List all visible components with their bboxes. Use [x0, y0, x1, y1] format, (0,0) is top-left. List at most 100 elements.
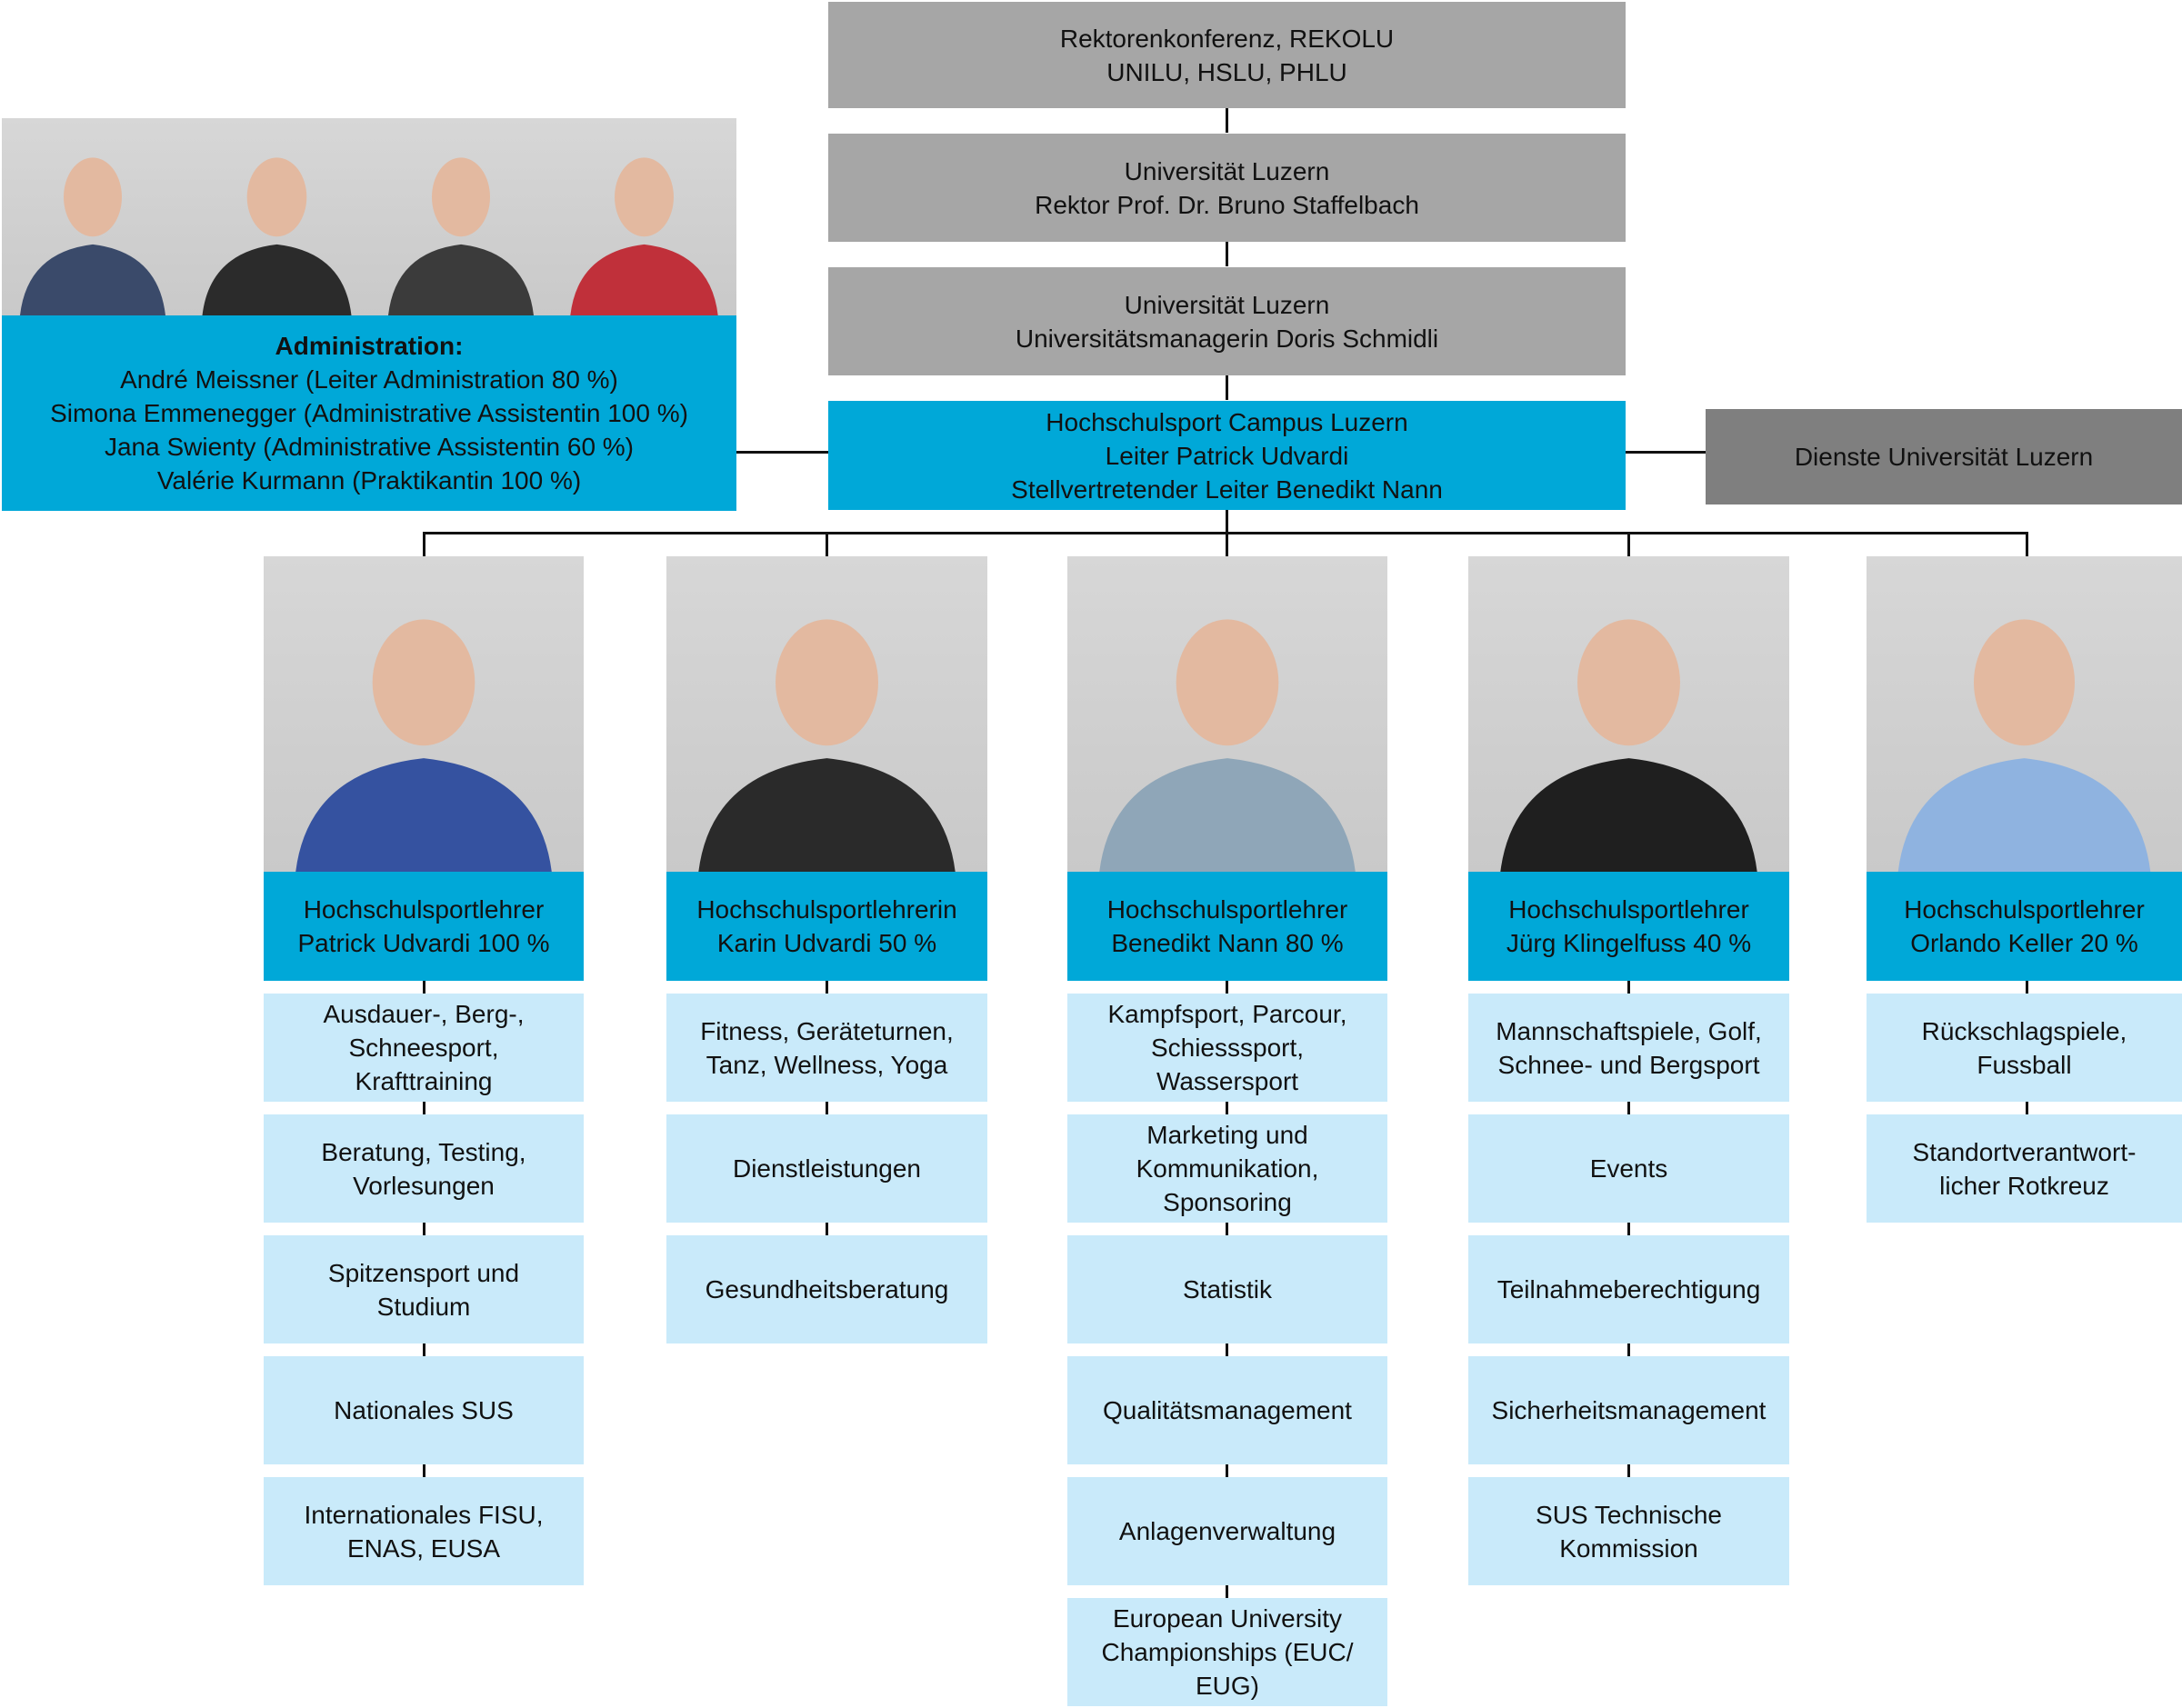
task-box: Beratung, Testing, Vorlesungen [264, 1114, 584, 1223]
person-silhouette-icon [1500, 619, 1757, 872]
box-line: Internationales FISU, [304, 1500, 544, 1529]
box-line: Teilnahmeberechtigung [1496, 1275, 1761, 1303]
teacher-photo [1867, 556, 2182, 872]
rektorenkonferenz-box: Rektorenkonferenz, REKOLU UNILU, HSLU, P… [828, 2, 1626, 108]
box-line: Benedikt Nann 80 % [1111, 929, 1344, 957]
person-silhouette-icon [1897, 619, 2151, 872]
person-silhouette-icon [570, 157, 718, 315]
task-box: Events [1468, 1114, 1789, 1223]
admin-photo [184, 118, 370, 315]
task-box: Standortverantwort- licher Rotkreuz [1867, 1114, 2182, 1223]
connector-admin [736, 451, 828, 454]
admin-photo [552, 118, 736, 315]
box-line: Sicherheitsmanagement [1491, 1396, 1767, 1424]
box-line: Kommunikation, [1136, 1154, 1319, 1183]
box-line: Gesundheitsberatung [705, 1275, 949, 1303]
box-line: UNILU, HSLU, PHLU [1106, 57, 1347, 86]
universitaetsmanagerin-box: Universität Luzern Universitätsmanagerin… [828, 267, 1626, 375]
box-line: Krafttraining [355, 1067, 493, 1095]
box-line: European University [1112, 1604, 1343, 1633]
task-box: Nationales SUS [264, 1356, 584, 1464]
person-silhouette-icon [1099, 619, 1356, 872]
connector-center-down [1226, 510, 1228, 534]
task-box: Teilnahmeberechtigung [1468, 1235, 1789, 1343]
connector-col-1 [826, 532, 828, 559]
task-box: Marketing und Kommunikation, Sponsoring [1067, 1114, 1387, 1223]
box-line: Valérie Kurmann (Praktikantin 100 %) [156, 466, 582, 494]
box-line: Statistik [1182, 1275, 1273, 1303]
connector-col-2 [1226, 532, 1228, 559]
person-silhouette-icon [20, 157, 165, 315]
box-line: licher Rotkreuz [1939, 1171, 2109, 1200]
task-box: European University Championships (EUC/ … [1067, 1598, 1387, 1706]
box-line: Hochschulsportlehrer [303, 895, 545, 924]
administration-box: Administration: André Meissner (Leiter A… [2, 315, 736, 511]
box-line: SUS Technische [1536, 1500, 1722, 1529]
connector-top-2 [1226, 242, 1228, 266]
box-line: Stellvertretender Leiter Benedikt Nann [1011, 474, 1443, 504]
person-silhouette-icon [388, 157, 534, 315]
person-silhouette-icon [202, 157, 352, 315]
connector-top-1 [1226, 108, 1228, 133]
box-line: Kampfsport, Parcour, [1107, 1000, 1347, 1028]
box-line: Jana Swienty (Administrative Assistentin… [104, 433, 635, 461]
box-line: André Meissner (Leiter Administration 80… [120, 365, 618, 394]
task-box: Rückschlagspiele, Fussball [1867, 994, 2182, 1102]
box-line: Events [1589, 1154, 1668, 1183]
administration-title: Administration: [275, 332, 464, 360]
box-line: Patrick Udvardi 100 % [297, 929, 550, 957]
box-line: Marketing und [1146, 1121, 1308, 1149]
box-line: Fussball [1977, 1050, 2072, 1079]
person-silhouette-icon [698, 619, 956, 872]
box-line: Rückschlagspiele, [1921, 1016, 2127, 1045]
box-line: Spitzensport und [327, 1258, 520, 1287]
teacher-photo [1468, 556, 1789, 872]
box-line: Universitätsmanagerin Doris Schmidli [1015, 324, 1439, 353]
box-line: Nationales SUS [334, 1396, 514, 1424]
box-line: Hochschulsportlehrerin [696, 895, 957, 924]
task-box: Dienstleistungen [666, 1114, 987, 1223]
task-box: Sicherheitsmanagement [1468, 1356, 1789, 1464]
box-line: Rektorenkonferenz, REKOLU [1059, 24, 1395, 53]
connector-col-3 [1627, 532, 1630, 559]
box-line: Standortverantwort- [1912, 1137, 2137, 1166]
box-line: Jürg Klingelfuss 40 % [1506, 929, 1752, 957]
box-line: Universität Luzern [1124, 290, 1330, 319]
box-line: Simona Emmenegger (Administrative Assist… [50, 399, 688, 427]
connector-top-3 [1226, 375, 1228, 400]
task-box: Anlagenverwaltung [1067, 1477, 1387, 1585]
box-line: Beratung, Testing, [321, 1137, 526, 1166]
teacher-photo [264, 556, 584, 872]
rektor-box: Universität Luzern Rektor Prof. Dr. Brun… [828, 134, 1626, 242]
box-line: Fitness, Geräteturnen, [700, 1016, 954, 1045]
connector-col-0 [423, 532, 425, 559]
box-line: ENAS, EUSA [346, 1533, 501, 1563]
box-line: Qualitätsmanagement [1103, 1396, 1352, 1424]
person-silhouette-icon [295, 619, 552, 872]
task-box: Qualitätsmanagement [1067, 1356, 1387, 1464]
box-line: Hochschulsportlehrer [1106, 895, 1348, 924]
task-box: SUS Technische Kommission [1468, 1477, 1789, 1585]
box-line: Schneesport, [348, 1034, 499, 1062]
box-line: Dienstleistungen [732, 1154, 922, 1183]
box-line: Schiesssport, [1150, 1034, 1305, 1062]
task-box: Spitzensport und Studium [264, 1235, 584, 1343]
task-box: Gesundheitsberatung [666, 1235, 987, 1343]
box-line: Sponsoring [1163, 1188, 1292, 1216]
box-line: Mannschaftspiele, Golf, [1496, 1016, 1762, 1045]
teacher-photo [666, 556, 987, 872]
connector-col-4 [2026, 532, 2028, 559]
box-line: Ausdauer-, Berg-, [323, 1000, 525, 1028]
box-line: Karin Udvardi 50 % [716, 929, 937, 957]
teacher-photo [1067, 556, 1387, 872]
hochschulsport-box: Hochschulsport Campus Luzern Leiter Patr… [828, 401, 1626, 510]
column-spine-3 [1627, 981, 1630, 1479]
box-line: Hochschulsportlehrer [1904, 895, 2145, 924]
box-line: Anlagenverwaltung [1118, 1517, 1336, 1545]
box-line: Vorlesungen [353, 1171, 495, 1200]
box-line: Schnee- und Bergsport [1497, 1050, 1760, 1079]
box-line: Studium [376, 1292, 471, 1321]
box-line: Orlando Keller 20 % [1910, 929, 2138, 957]
task-box: Internationales FISU, ENAS, EUSA [264, 1477, 584, 1585]
box-line: Championships (EUC/ [1101, 1638, 1354, 1666]
